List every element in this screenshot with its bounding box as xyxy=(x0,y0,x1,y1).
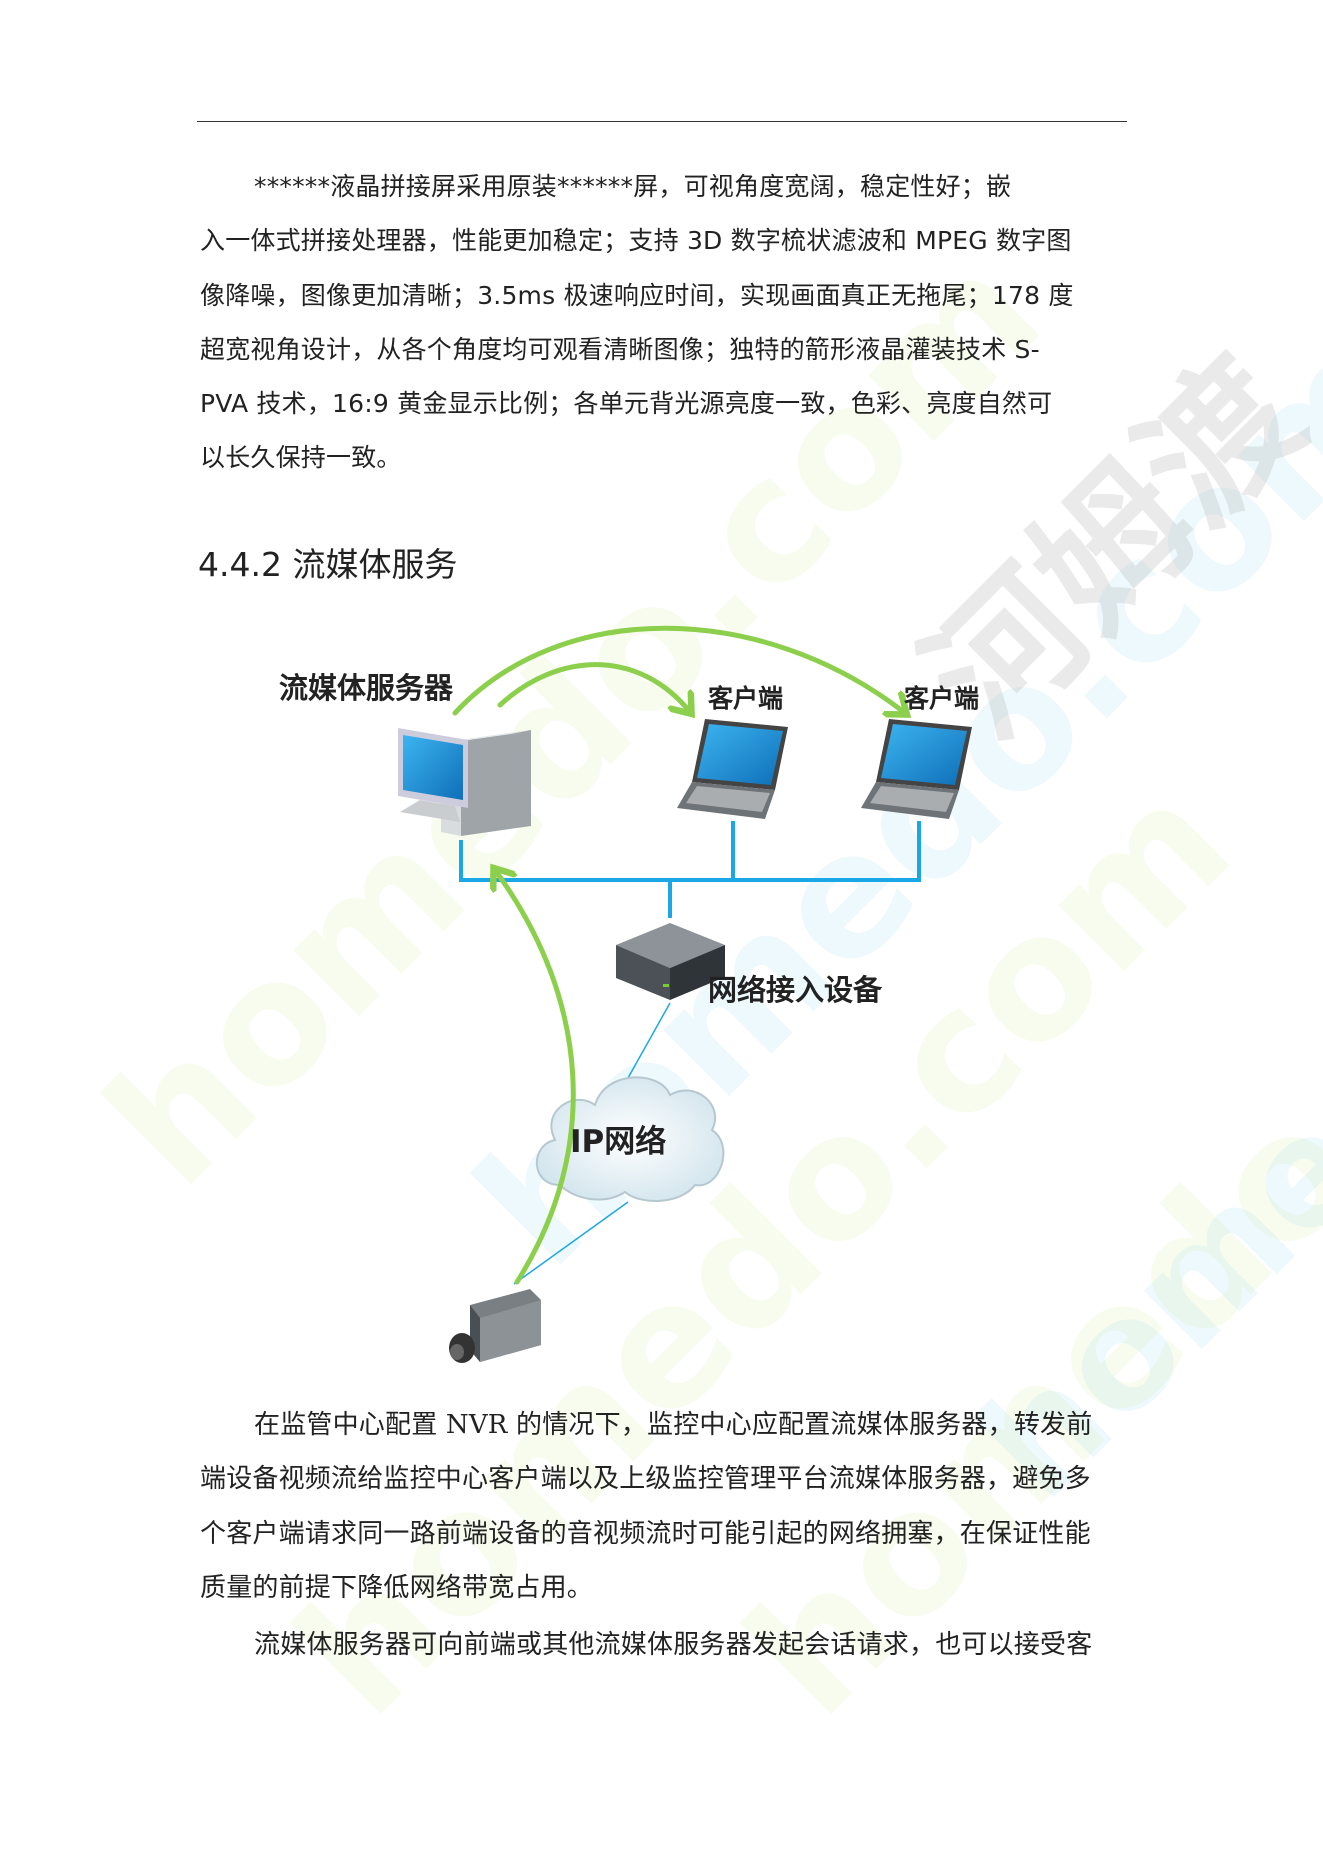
text-line: 在监管中心配置 NVR 的情况下，监控中心应配置流媒体服务器，转发前 xyxy=(254,1410,1093,1440)
switch-label: 网络接入设备 xyxy=(708,973,883,1007)
ip-network-cloud-icon xyxy=(535,1076,725,1202)
network-switch-icon xyxy=(616,923,725,1000)
server-computer-icon xyxy=(398,728,531,836)
arrow-server-to-client-2 xyxy=(452,625,905,713)
section-heading: 4.4.2 流媒体服务 xyxy=(198,545,458,584)
header-rule xyxy=(197,121,1127,122)
client-label-1: 客户端 xyxy=(708,684,783,713)
paragraph-session-requests: 流媒体服务器可向前端或其他流媒体服务器发起会话请求，也可以接受客 xyxy=(200,1618,1125,1672)
arrow-server-to-client-1 xyxy=(497,662,690,712)
client-laptop-icon-1 xyxy=(677,719,788,819)
text-line: 流媒体服务器可向前端或其他流媒体服务器发起会话请求，也可以接受客 xyxy=(254,1630,1093,1660)
paragraph-nvr-streaming: 在监管中心配置 NVR 的情况下，监控中心应配置流媒体服务器，转发前 端设备视频… xyxy=(200,1398,1125,1615)
text-line: PVA 技术，16:9 黄金显示比例；各单元背光源亮度一致，色彩、亮度自然可 xyxy=(200,389,1053,419)
server-label: 流媒体服务器 xyxy=(279,671,454,705)
client-label-2: 客户端 xyxy=(904,684,979,713)
text-line: 入一体式拼接处理器，性能更加稳定；支持 3D 数字梳状滤波和 MPEG 数字图 xyxy=(200,226,1072,256)
text-line: 以长久保持一致。 xyxy=(200,443,402,473)
text-line: 端设备视频流给监控中心客户端以及上级监控管理平台流媒体服务器，避免多 xyxy=(200,1464,1091,1495)
cloud-label: IP网络 xyxy=(570,1124,666,1160)
text-line: 像降噪，图像更加清晰；3.5ms 极速响应时间，实现画面真正无拖尾；178 度 xyxy=(200,280,1074,310)
text-line: 质量的前提下降低网络带宽占用。 xyxy=(200,1572,594,1603)
arrow-camera-to-server xyxy=(495,870,576,1285)
ip-camera-icon xyxy=(449,1289,541,1363)
text-line: 超宽视角设计，从各个角度均可观看清晰图像；独特的箭形液晶灌装技术 S- xyxy=(200,334,1040,364)
client-laptop-icon-2 xyxy=(861,719,972,819)
text-line: 个客户端请求同一路前端设备的音视频流时可能引起的网络拥塞，在保证性能 xyxy=(200,1518,1091,1549)
paragraph-display-specs: ******液晶拼接屏采用原装******屏，可视角度宽阔，稳定性好；嵌 入一体… xyxy=(200,160,1125,486)
wan-lines xyxy=(513,1002,671,1285)
stream-arrows xyxy=(452,625,905,1285)
text-line: ******液晶拼接屏采用原装******屏，可视角度宽阔，稳定性好；嵌 xyxy=(254,172,1012,201)
lan-lines xyxy=(459,821,921,918)
